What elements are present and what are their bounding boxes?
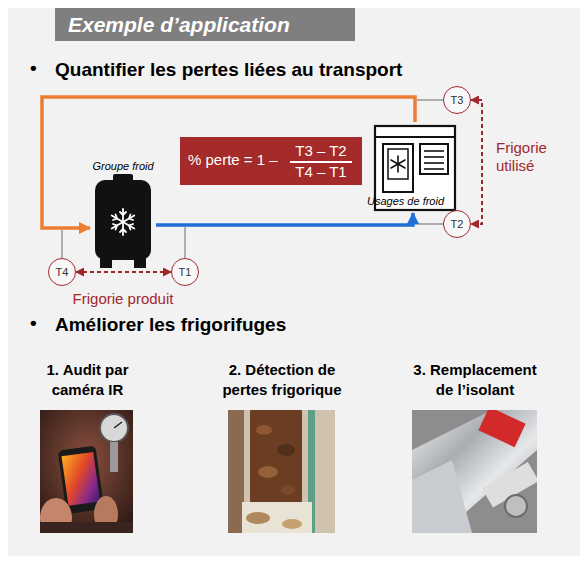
photo-panel: 2. Détection de pertes frigorique [212,360,352,535]
sensor-circle: T3 [443,86,471,114]
photo-caption: 3. Remplacement de l’isolant [405,360,545,400]
formula-box: % perte = 1 – T3 – T2 T4 – T1 [180,137,362,185]
edge-label: Frigorie produit [58,290,188,308]
section-heading: Quantifier les pertes liées au transport [55,59,402,81]
title-band: Exemple d’application [55,8,355,41]
photo-rusty-pipe [228,410,335,533]
pipe-connector [156,213,413,225]
node-caption: Groupe froid [76,160,170,172]
photo-insulation [412,410,537,533]
sensor-circle: T4 [48,258,76,286]
photo-panel: 1. Audit par caméra IR [30,360,145,535]
edge-label: Frigorie utilisé [496,139,564,175]
sensor-label: T3 [451,94,464,106]
photo-ir-camera [40,410,133,533]
formula-text: % perte = 1 – [188,151,278,168]
photo-caption: 2. Détection de pertes frigorique [212,360,352,400]
sensor-circle: T1 [171,258,199,286]
title-text: Exemple d’application [68,8,290,41]
sensor-label: T4 [56,266,69,278]
chiller-icon [90,160,156,272]
dashed-arrow [76,271,171,273]
sensor-label: T2 [451,218,464,230]
section-heading: Améliorer les frigorifuges [55,314,286,336]
formula-fraction: T3 – T2 [286,142,356,159]
bullet-mark: • [30,57,37,79]
node-caption: Usages de froid [367,195,444,207]
cold-use-box: Usages de froid [365,122,460,213]
dashed-arrow [471,100,482,224]
formula-fraction: T4 – T1 [286,163,356,180]
sensor-label: T1 [179,266,192,278]
photo-caption: 1. Audit par caméra IR [30,360,145,400]
photo-panel: 3. Remplacement de l’isolant [405,360,545,535]
bullet-mark: • [30,312,37,334]
chiller-box: Groupe froid [90,160,156,272]
sensor-circle: T2 [443,210,471,238]
fraction-bar [290,161,352,163]
